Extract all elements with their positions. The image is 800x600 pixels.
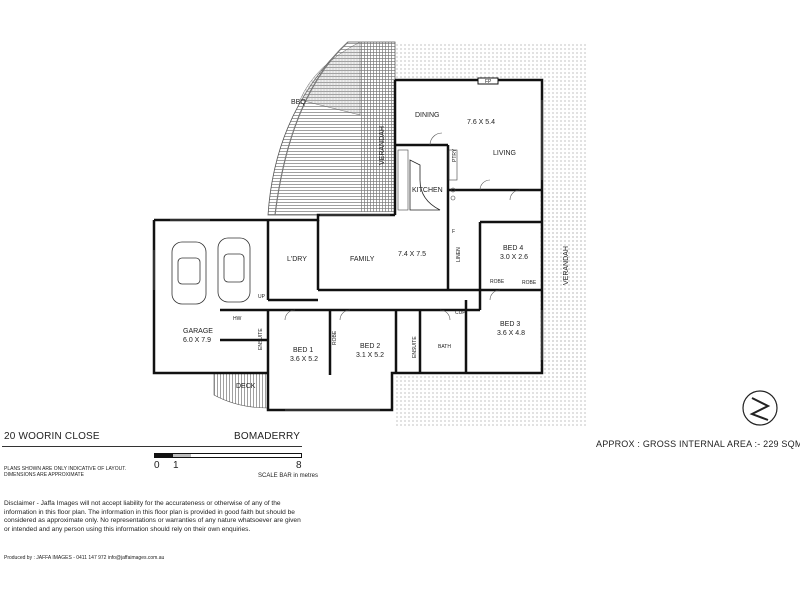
- deck-area: [213, 372, 269, 409]
- scale-bar: [154, 453, 302, 458]
- scale-caption: SCALE BAR in metres: [258, 473, 319, 479]
- label-deck: DECK: [236, 383, 256, 390]
- plans-indicative-note: PLANS SHOWN ARE ONLY INDICATIVE OF LAYOU…: [4, 466, 127, 478]
- label-dining: DINING: [415, 112, 440, 119]
- label-robe-c: ROBE: [332, 330, 338, 345]
- scale-bar-segment-black: [155, 454, 173, 457]
- label-bed2: BED 2: [360, 343, 380, 350]
- room-labels: DINING 7.6 X 5.4 LIVING KITCHEN FAMILY 7…: [183, 79, 570, 390]
- kitchen-bench: [409, 159, 441, 211]
- windows: [153, 100, 543, 411]
- scale-bar-segment-grey: [173, 454, 191, 457]
- label-laundry: L'DRY: [287, 256, 307, 263]
- produced-by: Produced by : JAFFA IMAGES - 0411 147 97…: [4, 555, 165, 561]
- car-icon: [171, 237, 251, 305]
- label-fridge: F: [452, 229, 455, 235]
- label-robe-b: ROBE: [522, 280, 537, 286]
- label-cup: CUP: [455, 310, 466, 316]
- label-bed4-dims: 3.0 X 2.6: [500, 254, 528, 261]
- north-arrow-icon: [742, 390, 778, 426]
- label-bed3: BED 3: [500, 321, 520, 328]
- property-address: 20 WOORIN CLOSE: [4, 431, 100, 442]
- scale-tick-0: 0: [154, 460, 160, 471]
- label-ensuite-a: ENSUITE: [258, 328, 264, 350]
- verandah-areas: [395, 42, 586, 428]
- label-verandah-left: VERANDAH: [379, 126, 386, 165]
- gross-area: APPROX : GROSS INTERNAL AREA :- 229 SQM: [596, 439, 800, 449]
- bbq-deck: [267, 41, 396, 216]
- label-fp: FP: [485, 79, 492, 85]
- label-garage-dims: 6.0 X 7.9: [183, 337, 211, 344]
- label-bbq: BBQ: [291, 99, 306, 106]
- label-bath: BATH: [438, 344, 451, 350]
- label-robe-a: ROBE: [490, 279, 505, 285]
- label-bed2-dims: 3.1 X 5.2: [356, 352, 384, 359]
- scale-tick-8: 8: [296, 460, 302, 471]
- label-kitchen: KITCHEN: [412, 187, 443, 194]
- scale-tick-1: 1: [173, 460, 179, 471]
- label-living-dims: 7.6 X 5.4: [467, 119, 495, 126]
- label-hw: HW: [233, 316, 242, 322]
- property-suburb: BOMADERRY: [234, 431, 301, 442]
- label-pantry: PTRY: [452, 148, 458, 162]
- label-ensuite-b: ENSUITE: [412, 336, 418, 358]
- label-garage: GARAGE: [183, 328, 213, 335]
- label-living: LIVING: [493, 150, 516, 157]
- disclaimer-text: Disclaimer - Jaffa Images will not accep…: [4, 500, 301, 533]
- divider: [2, 446, 302, 447]
- label-bed1: BED 1: [293, 347, 313, 354]
- label-linen: LINEN: [456, 247, 462, 262]
- label-family: FAMILY: [350, 256, 375, 263]
- label-up: UP: [258, 294, 266, 300]
- fireplace: [477, 77, 499, 85]
- label-bed4: BED 4: [503, 245, 523, 252]
- label-bed3-dims: 3.6 X 4.8: [497, 330, 525, 337]
- label-bed1-dims: 3.6 X 5.2: [290, 356, 318, 363]
- door-swings: [284, 132, 521, 321]
- label-family-dims: 7.4 X 7.5: [398, 251, 426, 258]
- label-verandah-right: VERANDAH: [563, 246, 570, 285]
